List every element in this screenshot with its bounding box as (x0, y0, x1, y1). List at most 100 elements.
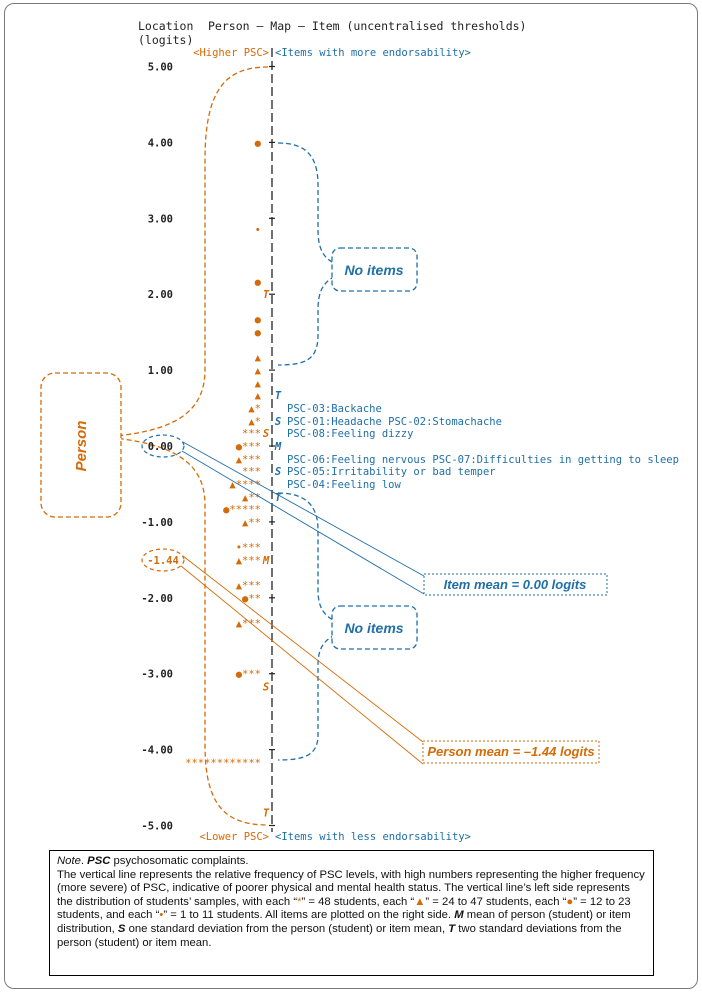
no-items-upper-box (331, 247, 418, 292)
person-row: ▲ (255, 390, 262, 402)
item-marker: T (275, 492, 282, 504)
person-row: ● (255, 314, 262, 326)
tick-label: -5.00 (141, 821, 173, 833)
note-m: M (454, 909, 464, 922)
person-row: ●*** (236, 441, 261, 453)
person-marker: T (263, 289, 270, 301)
person-row: ▲ (255, 365, 262, 377)
item-mean-label: Item mean = 0.00 logits (444, 577, 587, 592)
person-row: ▲**** (229, 479, 261, 491)
note-body: The vertical line represents the relativ… (57, 869, 646, 951)
tick-label: -4.00 (141, 745, 173, 757)
item-marker: S (275, 466, 281, 478)
tick-label: 1.00 (148, 365, 173, 377)
person-marker: T (263, 808, 270, 820)
no-items-upper-brace (277, 142, 359, 366)
item-marker: M (274, 441, 282, 453)
item-label: PSC-08:Feeling dizzy (287, 428, 413, 440)
note-s: S (117, 922, 126, 935)
tick-labels: 5.004.003.002.001.000.00-1.00-2.00-3.00-… (141, 62, 178, 833)
person-row: ▲** (242, 517, 261, 529)
person-box (40, 372, 122, 518)
higher-psc-label: <Higher PSC> (193, 47, 269, 59)
person-row: ▲** (242, 492, 261, 504)
person-mean-leader-b (180, 565, 424, 765)
person-row: ▲* (248, 416, 261, 428)
note-body-1: The vertical line represents the relativ… (57, 868, 645, 908)
item-label: PSC-01:Headache PSC-02:Stomachache (287, 416, 502, 428)
item-marker: T (275, 390, 282, 402)
item-label: PSC-05:Irritability or bad temper (287, 466, 496, 478)
person-marker: S (263, 682, 269, 694)
no-items-lower-box (331, 605, 418, 650)
person-row: ▲* (248, 403, 261, 415)
person-mean-ellipse (141, 548, 185, 572)
note-t: T (448, 922, 456, 935)
no-items-upper-label: No items (344, 262, 403, 278)
tick-label: 0.00 (148, 441, 173, 453)
person-row: ●** (242, 593, 261, 605)
tick-label: -2.00 (141, 593, 173, 605)
person-row: ●***** (223, 504, 261, 516)
person-marker: M (262, 555, 270, 567)
note-lead-after: . (80, 855, 88, 867)
tick-label: 2.00 (148, 289, 173, 301)
person-row: ▲ (255, 378, 262, 390)
note-line-1: Note. PSC psychosomatic complaints. (57, 855, 646, 869)
person-stat-markers: T S M S T (262, 289, 270, 819)
note-body-4: ” = 12 to 23 students, and each “ (57, 895, 631, 922)
person-label: Person (73, 421, 90, 472)
note-lead: Note (57, 855, 81, 867)
person-mean-label: Person mean = –1.44 logits (427, 744, 594, 759)
item-mean-leader-b (181, 450, 425, 595)
person-row: ● (255, 137, 262, 149)
person-row: *** (242, 466, 261, 478)
person-row: ● (255, 276, 262, 288)
item-label: PSC-04:Feeling low (287, 479, 401, 491)
y-axis-label-line2: (logits) (138, 33, 193, 47)
item-mean-leader-a (182, 441, 425, 577)
person-marker: S (263, 428, 269, 440)
person-row: • (255, 225, 261, 237)
triangle-symbol: ▲ (414, 895, 426, 908)
tick-label: 5.00 (148, 62, 173, 74)
person-mean-box (422, 740, 600, 764)
note-body-2: ” = 48 students, each “ (301, 895, 415, 908)
y-axis-label-line1: Location (138, 19, 193, 33)
person-row: ●*** (236, 669, 261, 681)
items-more-label: <Items with more endorsability> (275, 47, 471, 59)
person-mean-leader-a (182, 555, 424, 743)
no-items-lower-label: No items (344, 620, 403, 636)
person-row: ▲*** (236, 580, 261, 592)
note-body-5: ” = 1 to 11 students. All items are plot… (163, 909, 455, 922)
chart-title: Person – Map – Item (uncentralised thres… (208, 19, 527, 33)
tick-label: -3.00 (141, 669, 173, 681)
lower-psc-label: <Lower PSC> (199, 831, 269, 843)
person-mean-value: -1.44 (147, 555, 179, 567)
person-row: ▲*** (236, 454, 261, 466)
person-row: ▲ (255, 352, 262, 364)
person-row: ● (255, 327, 262, 339)
figure-note: Note. PSC psychosomatic complaints. The … (49, 850, 654, 976)
item-label: PSC-06:Feeling nervous PSC-07:Difficulti… (287, 454, 679, 466)
note-s-text: one standard deviation from the person (… (125, 922, 449, 935)
person-row: ************ (185, 758, 261, 770)
tick-label: 3.00 (148, 213, 173, 225)
axis-ticks (269, 65, 275, 827)
items-less-label: <Items with less endorsability> (275, 831, 471, 843)
person-row: •*** (236, 542, 261, 554)
tick-label: 4.00 (148, 137, 173, 149)
note-t-text: two standard deviations from the person … (57, 922, 622, 949)
note-m-text: mean of person (student) or item distrib… (57, 909, 631, 935)
person-row: *** (242, 428, 261, 440)
small-dot-symbol: • (159, 909, 164, 922)
star-symbol: * (297, 895, 302, 908)
item-mean-box (423, 573, 608, 596)
note-psc-def: psychosomatic complaints. (110, 855, 249, 867)
big-dot-symbol: ● (566, 895, 574, 908)
item-label: PSC-03:Backache (287, 403, 382, 415)
item-mean-ellipse (141, 434, 185, 458)
